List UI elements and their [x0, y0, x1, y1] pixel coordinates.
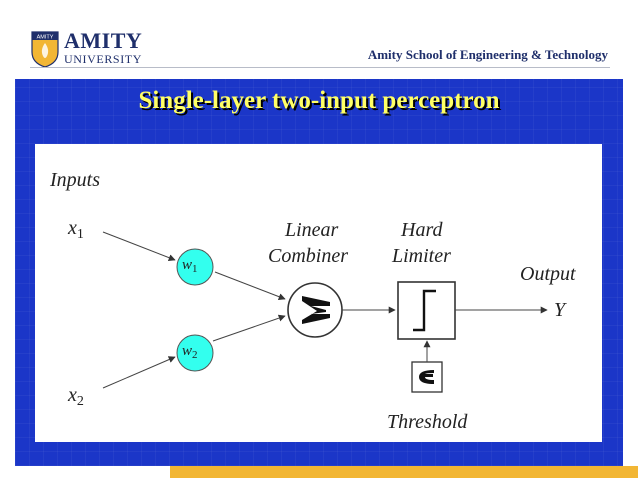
logo-subtitle: UNIVERSITY: [64, 52, 142, 66]
limiter-label-line1: Hard: [401, 219, 443, 241]
perceptron-diagram: Inputs x1 x2 w1 w2 Linear Combiner Hard …: [35, 144, 602, 442]
inputs-label: Inputs: [50, 169, 100, 191]
amity-shield-icon: AMITY: [31, 31, 59, 68]
logo-name: AMITY: [64, 28, 143, 53]
diagram-lines: [102, 231, 548, 393]
weight-w2-label: w2: [182, 343, 198, 361]
output-symbol: Y: [554, 299, 566, 321]
combiner-label-line2: Combiner: [268, 245, 348, 267]
x1-to-w1-arrow: [102, 231, 176, 261]
slide-title: Single-layer two-input perceptron: [138, 87, 500, 114]
x2-to-w2-arrow: [102, 356, 176, 389]
weight-node-w1: [176, 248, 214, 286]
summation-icon: [302, 296, 330, 324]
step-function-icon: [413, 289, 436, 332]
w2-to-combiner-arrow: [212, 314, 286, 342]
threshold-theta-icon: [419, 370, 434, 384]
input-x2-label: x2: [68, 384, 84, 409]
output-label: Output: [520, 263, 576, 285]
input-x1-label: x1: [68, 217, 84, 242]
school-name: Amity School of Engineering & Technology: [367, 47, 608, 62]
threshold-label: Threshold: [387, 411, 468, 433]
shield-text: AMITY: [37, 35, 54, 41]
header-divider: [30, 67, 610, 68]
limiter-label-line2: Limiter: [392, 245, 451, 267]
w1-to-combiner-arrow: [214, 271, 286, 300]
linear-combiner-node: [287, 282, 343, 338]
weight-node-w2: [176, 334, 214, 372]
weight-w1-label: w1: [182, 257, 198, 275]
slide-header: AMITY AMITY UNIVERSITY Amity School of E…: [0, 0, 638, 78]
combiner-label-line1: Linear: [285, 219, 339, 241]
footer-accent-bar: [170, 466, 638, 478]
